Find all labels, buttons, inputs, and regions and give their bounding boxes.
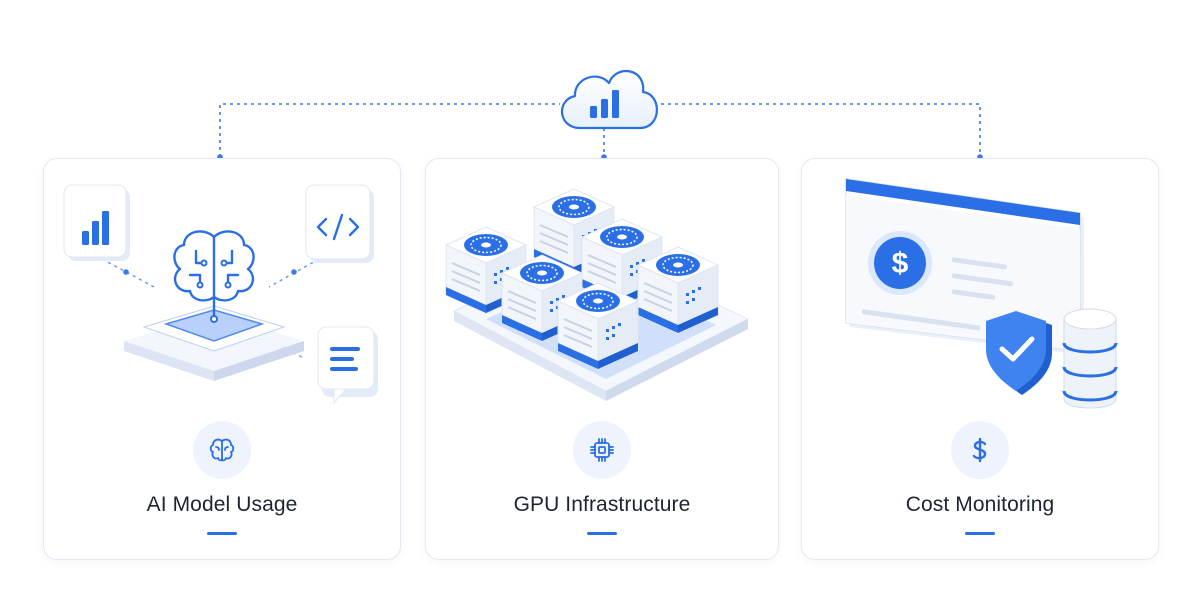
ai-model-illustration: [63, 184, 378, 405]
cost-monitoring-illustration: $: [845, 178, 1118, 409]
database-icon: [1062, 308, 1118, 409]
cloud-analytics-icon: [560, 69, 658, 130]
dollar-coin-icon: $: [868, 231, 932, 295]
brain-icon: [193, 421, 251, 479]
security-shield-icon: [986, 311, 1052, 395]
connector-lines: [219, 103, 981, 157]
code-tile-icon: [305, 184, 374, 263]
svg-text:$: $: [892, 247, 909, 280]
connector-diagram: [217, 69, 983, 160]
gpu-infrastructure-illustration: [445, 188, 750, 401]
card-title-cost-monitoring: Cost Monitoring: [905, 493, 1055, 516]
chip-icon: [573, 421, 631, 479]
card-cost-monitoring[interactable]: $ Cost Monitoring: [801, 158, 1159, 560]
bar-chart-tile-icon: [63, 184, 130, 261]
card-underline: [587, 532, 617, 535]
card-underline: [207, 532, 237, 535]
card-ai-model-usage[interactable]: AI Model Usage: [43, 158, 401, 560]
dollar-icon: [951, 421, 1009, 479]
platform-icon: [124, 305, 304, 381]
chat-tile-icon: [317, 326, 378, 405]
brain-illustration: [173, 230, 255, 321]
card-title-ai-model-usage: AI Model Usage: [146, 493, 298, 516]
dashboard-window-icon: [845, 178, 1084, 355]
card-gpu-infrastructure[interactable]: GPU Infrastructure: [425, 158, 779, 560]
card-underline: [965, 532, 995, 535]
card-title-gpu-infrastructure: GPU Infrastructure: [513, 493, 691, 516]
